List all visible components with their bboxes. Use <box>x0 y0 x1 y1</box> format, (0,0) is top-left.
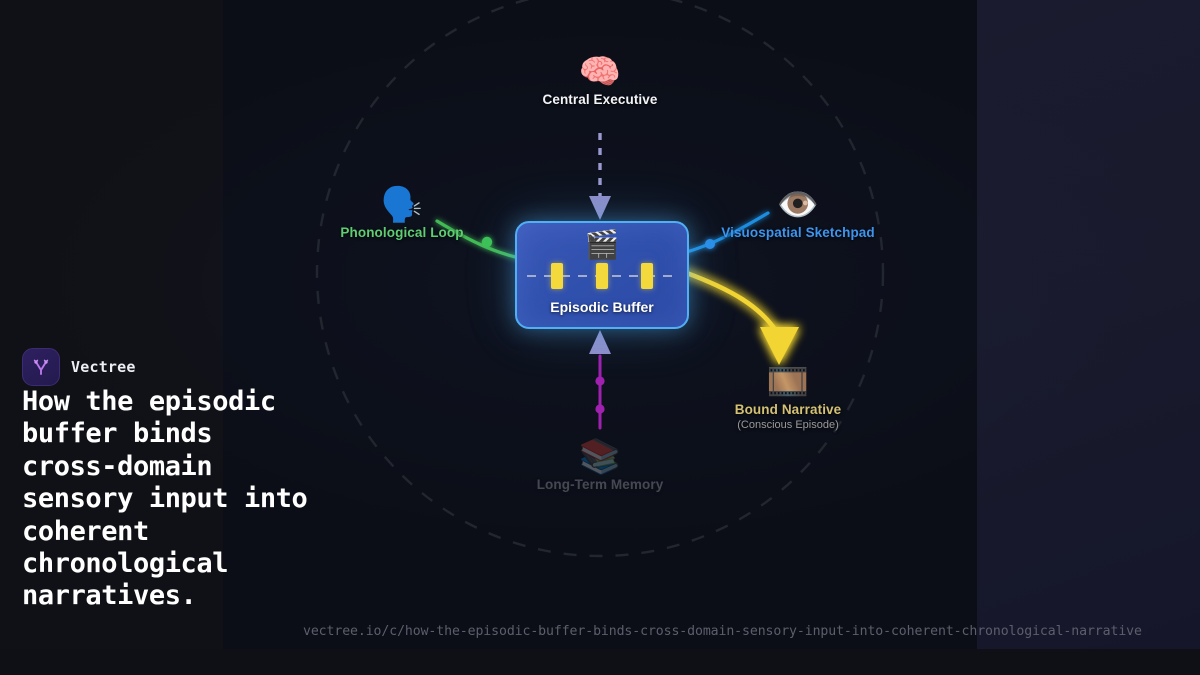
node-label: Long-Term Memory <box>536 477 664 492</box>
episodic-buffer-node[interactable]: 🎬 Episodic Buffer <box>515 221 689 329</box>
vectree-tree-logo-icon <box>22 348 60 386</box>
url-text: vectree.io/c/how-the-episodic-buffer-bin… <box>303 624 1142 639</box>
node-long-term-memory[interactable]: 📚 Long-Term Memory <box>537 437 664 492</box>
orbit-ring <box>315 0 885 558</box>
node-sublabel: (Conscious Episode) <box>737 419 839 431</box>
edge-flow-dot-magenta-1 <box>595 404 605 414</box>
node-label: Bound Narrative <box>734 402 842 417</box>
node-label: Visuospatial Sketchpad <box>721 225 875 240</box>
buffer-timeline <box>527 263 677 289</box>
edge-ltm-to-buffer <box>589 330 611 430</box>
working-memory-diagram: 🎬 Episodic Buffer 🧠 Central Executive 🗣️… <box>223 0 977 649</box>
edge-phono-to-buffer <box>435 219 521 260</box>
edge-flow-dot-green <box>481 236 493 248</box>
film-frames-icon: 🎞️ <box>766 362 810 402</box>
edge-flow-dot-magenta-2 <box>595 376 605 386</box>
edge-central-to-buffer <box>589 133 611 220</box>
clapperboard-icon: 🎬 <box>584 228 620 261</box>
background-left-panel <box>0 0 223 675</box>
brand-row: Vectree <box>22 348 136 386</box>
books-icon: 📚 <box>578 437 622 477</box>
node-label: Central Executive <box>542 92 658 107</box>
eye-icon: 👁️ <box>776 185 820 225</box>
caption-overlay: Vectree How the episodic buffer binds cr… <box>0 0 340 675</box>
node-visuospatial-sketchpad[interactable]: 👁️ Visuospatial Sketchpad <box>721 185 875 240</box>
node-bound-narrative[interactable]: 🎞️ Bound Narrative (Conscious Episode) <box>735 362 842 431</box>
episodic-buffer-label: Episodic Buffer <box>550 299 654 315</box>
brain-icon: 🧠 <box>578 52 622 92</box>
background-right-panel <box>977 0 1200 675</box>
edge-buffer-to-bound <box>681 269 799 365</box>
timeline-slot <box>641 263 653 289</box>
timeline-slot <box>551 263 563 289</box>
edge-visuo-to-buffer <box>681 211 770 255</box>
node-phonological-loop[interactable]: 🗣️ Phonological Loop <box>340 185 463 240</box>
diagram-edges-layer <box>315 0 885 558</box>
node-central-executive[interactable]: 🧠 Central Executive <box>543 52 658 107</box>
node-label: Phonological Loop <box>340 225 464 240</box>
timeline-slot <box>596 263 608 289</box>
page-title: How the episodic buffer binds cross-doma… <box>22 386 308 612</box>
brand-name: Vectree <box>71 358 136 376</box>
edge-flow-dot-blue <box>705 239 715 249</box>
bottom-strip <box>0 649 1200 675</box>
speaking-head-icon: 🗣️ <box>380 185 424 225</box>
